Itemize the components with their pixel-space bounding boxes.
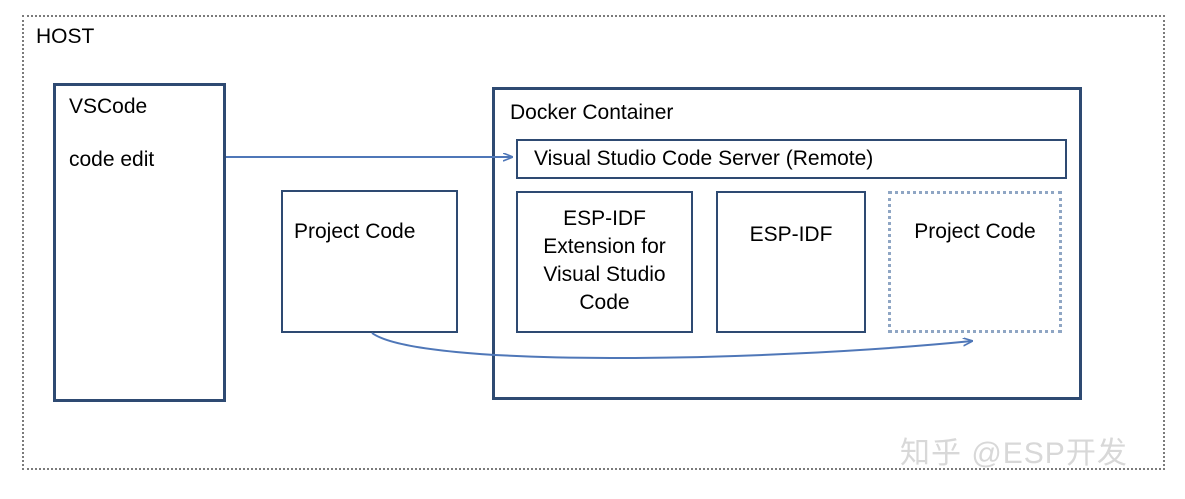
docker-container-title: Docker Container: [510, 101, 674, 124]
esp-idf-box: ESP-IDF: [716, 191, 866, 333]
esp-idf-extension-box: ESP-IDF Extension for Visual Studio Code: [516, 191, 693, 333]
esp-idf-label: ESP-IDF: [749, 223, 833, 246]
vscode-server-label: Visual Studio Code Server (Remote): [534, 147, 874, 170]
host-boundary: [22, 15, 1165, 470]
host-project-code-label: Project Code: [294, 220, 416, 243]
esp-idf-extension-label: ESP-IDF Extension for Visual Studio Code: [543, 207, 666, 314]
host-project-code-box: Project Code: [281, 190, 458, 333]
vscode-server-box: Visual Studio Code Server (Remote): [516, 139, 1067, 179]
vscode-title: VSCode: [69, 95, 148, 118]
vscode-code-edit-label: code edit: [69, 148, 155, 171]
container-project-code-label: Project Code: [914, 220, 1036, 243]
host-label: HOST: [36, 25, 95, 48]
vscode-box: VSCode code edit: [53, 83, 226, 402]
watermark: 知乎 @ESP开发: [900, 437, 1128, 470]
container-project-code-box: Project Code: [888, 191, 1062, 333]
